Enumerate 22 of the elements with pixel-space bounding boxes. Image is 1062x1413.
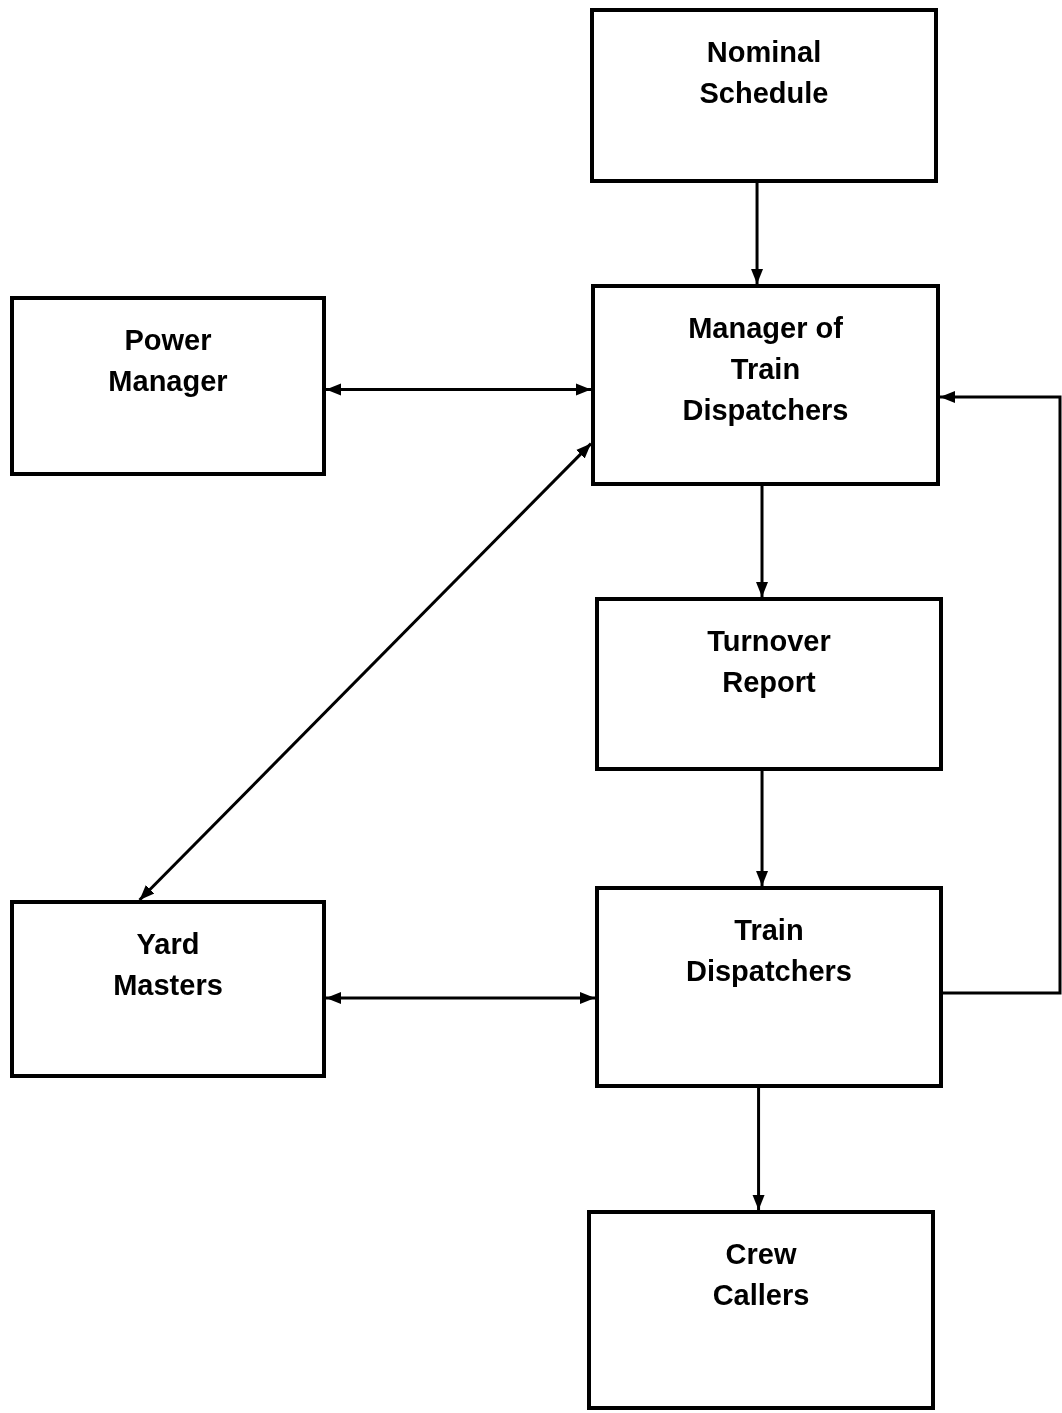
process-box — [590, 8, 938, 183]
box-label: Train Dispatchers — [685, 913, 853, 989]
process-box — [595, 597, 943, 771]
process-box — [595, 886, 943, 1088]
box-label: Nominal Schedule — [698, 35, 830, 111]
box-label: Crew Callers — [711, 1237, 811, 1313]
process-box — [591, 284, 940, 486]
box-label: Yard Masters — [112, 927, 224, 1003]
arrow — [940, 391, 1062, 995]
arrow — [138, 442, 593, 902]
box-label: Manager of Train Dispatchers — [681, 311, 850, 428]
arrow — [326, 991, 595, 1004]
arrow — [756, 771, 769, 886]
process-box — [10, 296, 326, 476]
process-box — [10, 900, 326, 1078]
box-label: Power Manager — [107, 323, 229, 399]
box-label: Turnover Report — [706, 624, 832, 700]
arrow — [756, 486, 768, 597]
arrow — [326, 383, 591, 396]
arrow — [752, 1088, 765, 1210]
process-box — [587, 1210, 935, 1410]
arrow — [751, 183, 764, 284]
